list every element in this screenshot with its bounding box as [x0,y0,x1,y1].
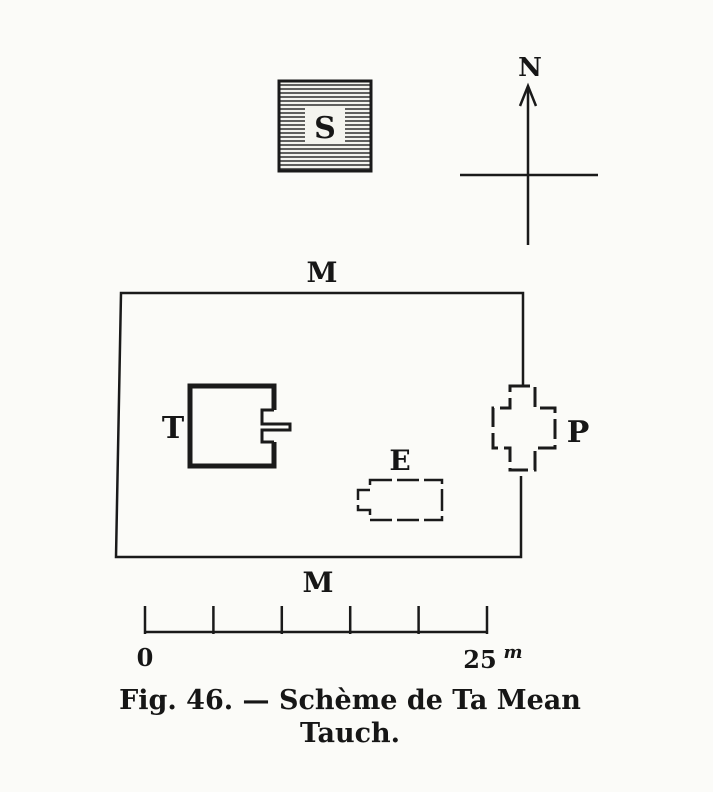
building-e-label: E [389,444,410,477]
scale-start-label: 0 [137,643,154,672]
enclosure-wall: M M [114,256,525,599]
figure-caption: Fig. 46. — Schème de Ta Mean Tauch. [90,684,610,750]
structure-s-label: S [314,111,336,146]
caption-line-1: Fig. 46. — Schème de Ta Mean [119,685,581,716]
scale-bar: 0 25 m [137,606,523,674]
building-e: E [356,444,444,522]
temple-t: T [162,383,292,469]
scale-unit-label: m [503,642,522,663]
north-label: N [518,53,542,83]
wall-label-top: M [307,256,338,289]
gate-p: P [491,384,590,472]
gate-p-label: P [567,415,590,450]
temple-t-label: T [162,411,185,446]
wall-label-bottom: M [303,566,334,599]
caption-line-2: Tauch. [299,718,401,749]
scale-end-label: 25 [463,645,496,674]
structure-s: S [277,79,373,173]
north-arrow: N [460,53,598,245]
